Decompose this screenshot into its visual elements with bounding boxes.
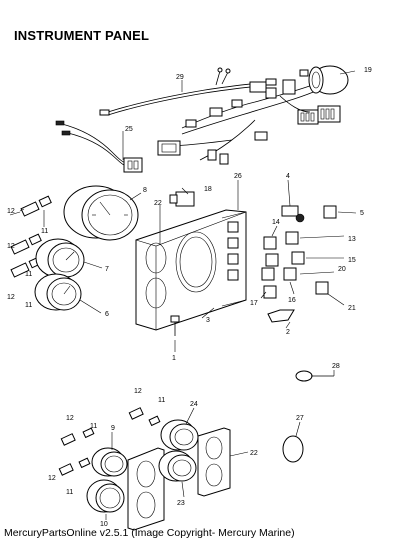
callout-9: 9 [111, 425, 115, 432]
callout-16: 16 [288, 297, 296, 304]
callout-22-top: 22 [154, 200, 162, 207]
callout-1: 1 [172, 355, 176, 362]
gauge-23 [158, 450, 197, 482]
wire-plug-25 [55, 120, 143, 173]
callout-7: 7 [105, 266, 109, 273]
callout-6: 6 [105, 311, 109, 318]
small-panel-right [197, 427, 231, 497]
bulb-set-left [9, 195, 52, 278]
callout-24: 24 [190, 401, 198, 408]
callout-4: 4 [286, 173, 290, 180]
callout-12-d: 12 [134, 388, 142, 395]
callout-12-a: 12 [7, 208, 15, 215]
callout-12-f: 12 [48, 475, 56, 482]
callout-22-bottom: 22 [250, 450, 258, 457]
copyright-footer: MercuryPartsOnline v2.5.1 (Image Copyrig… [4, 527, 295, 539]
instrument-cluster-19 [157, 65, 349, 165]
callout-23: 23 [177, 500, 185, 507]
panel-switches [261, 205, 337, 323]
callout-13: 13 [348, 236, 356, 243]
gauge-10 [86, 479, 125, 513]
callout-11-c: 11 [25, 302, 32, 309]
callout-19: 19 [364, 67, 372, 74]
callout-27: 27 [296, 415, 304, 422]
dash-panel-3 [135, 209, 247, 331]
tachometer-8 [63, 185, 139, 241]
callout-10: 10 [100, 521, 108, 528]
small-panel-center [127, 447, 165, 531]
callout-28: 28 [332, 363, 340, 370]
callout-5: 5 [360, 210, 364, 217]
plug-27 [282, 435, 304, 463]
gauge-24 [160, 419, 199, 451]
bulbs-bottom-right [128, 407, 161, 427]
gauge-6 [34, 273, 82, 311]
gauge-7 [35, 238, 85, 278]
callout-12-b: 12 [7, 243, 15, 250]
callout-14: 14 [272, 219, 280, 226]
callout-29: 29 [176, 74, 184, 81]
callout-11-d: 11 [158, 397, 165, 404]
callout-20: 20 [338, 266, 346, 273]
callout-11-f: 11 [66, 489, 73, 496]
diagram-title: INSTRUMENT PANEL [14, 28, 150, 43]
callout-21: 21 [348, 305, 356, 312]
key-28 [295, 370, 334, 382]
callout-2: 2 [286, 329, 290, 336]
callout-11-b: 11 [25, 271, 32, 278]
callout-3: 3 [206, 317, 210, 324]
callout-12-c: 12 [7, 294, 15, 301]
callout-numbers: 29 19 25 8 18 26 4 5 22 12 11 12 11 12 1… [7, 67, 372, 528]
screw-1 [170, 315, 180, 336]
callout-17: 17 [250, 300, 258, 307]
callout-26: 26 [234, 173, 242, 180]
callout-8: 8 [143, 187, 147, 194]
callout-11-e: 11 [90, 423, 97, 430]
callout-12-e: 12 [66, 415, 74, 422]
callout-18: 18 [204, 186, 212, 193]
switch-18 [169, 191, 195, 207]
callout-11-a: 11 [41, 228, 48, 235]
callout-leaders [19, 70, 357, 520]
bulbs-bottom-left [58, 427, 95, 476]
wire-harness-29 [99, 67, 277, 116]
callout-15: 15 [348, 257, 356, 264]
callout-25: 25 [125, 126, 133, 133]
gauge-9 [91, 447, 128, 477]
